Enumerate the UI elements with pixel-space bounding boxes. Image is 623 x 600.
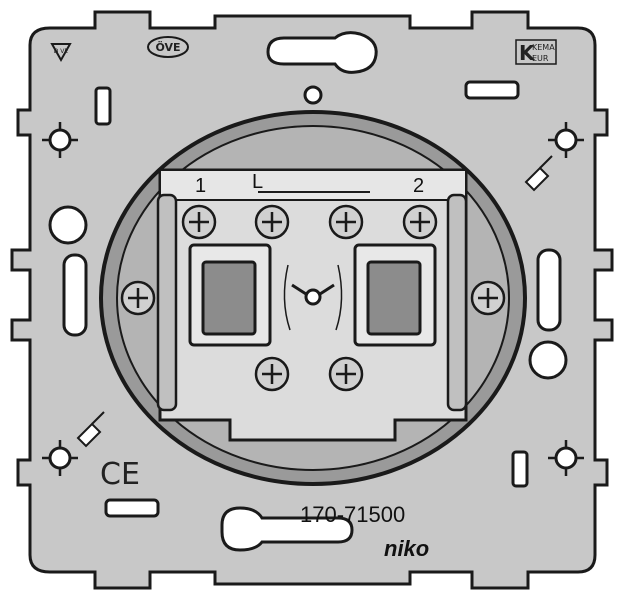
kema-top-text: KEMA bbox=[532, 43, 555, 52]
screw-left bbox=[120, 280, 156, 316]
slot-right-top bbox=[464, 80, 520, 100]
screwdriver-icon bbox=[524, 155, 553, 192]
ove-mark-text: ÖVE bbox=[155, 40, 180, 54]
top-hole bbox=[303, 85, 323, 105]
slot-right-bottom bbox=[511, 450, 529, 488]
right-side-slot bbox=[536, 248, 562, 332]
terminal-label-2: 2 bbox=[413, 175, 424, 197]
left-side-slot bbox=[62, 253, 88, 337]
screw-top-2 bbox=[254, 204, 290, 240]
screw-top-3 bbox=[328, 204, 364, 240]
screw-bottom-1 bbox=[254, 356, 290, 392]
left-guide-rail bbox=[156, 193, 178, 412]
terminal-screws bbox=[120, 204, 506, 392]
vde-mark-text: D VE bbox=[54, 48, 69, 55]
screw-right bbox=[470, 280, 506, 316]
top-keyhole-slot bbox=[266, 31, 378, 74]
kema-bottom-text: EUR bbox=[532, 54, 549, 63]
slot-left-top bbox=[94, 86, 112, 126]
crosshair-hole-bottom-right bbox=[548, 440, 584, 476]
left-big-hole bbox=[48, 205, 88, 245]
right-guide-rail bbox=[446, 193, 468, 412]
two-way-switch-icon bbox=[283, 264, 343, 331]
screwdriver-icon bbox=[76, 411, 105, 448]
brand-logo: niko bbox=[384, 536, 429, 561]
kema-mark: K KEMA EUR bbox=[515, 39, 557, 65]
screw-bottom-2 bbox=[328, 356, 364, 392]
vde-mark: D VE bbox=[50, 43, 72, 63]
screw-top-4 bbox=[402, 204, 438, 240]
screw-top-1 bbox=[181, 204, 217, 240]
crosshair-hole-bottom-left bbox=[42, 440, 78, 476]
ove-mark: ÖVE bbox=[147, 36, 189, 58]
mechanism-top-band bbox=[159, 169, 467, 201]
left-rocker-window bbox=[201, 260, 257, 336]
crosshair-hole-top-right bbox=[548, 122, 584, 158]
terminal-label-1: 1 bbox=[195, 175, 206, 197]
ce-mark: CE bbox=[100, 457, 140, 492]
terminal-label-l: L bbox=[252, 171, 263, 193]
bottom-keyhole-slot bbox=[220, 506, 354, 552]
crosshair-hole-top-left bbox=[42, 122, 78, 158]
slot-left-bottom bbox=[104, 498, 160, 518]
right-big-hole bbox=[528, 340, 568, 380]
part-number: 170-71500 bbox=[300, 502, 405, 527]
right-rocker-window bbox=[366, 260, 422, 336]
kema-k: K bbox=[519, 41, 536, 65]
